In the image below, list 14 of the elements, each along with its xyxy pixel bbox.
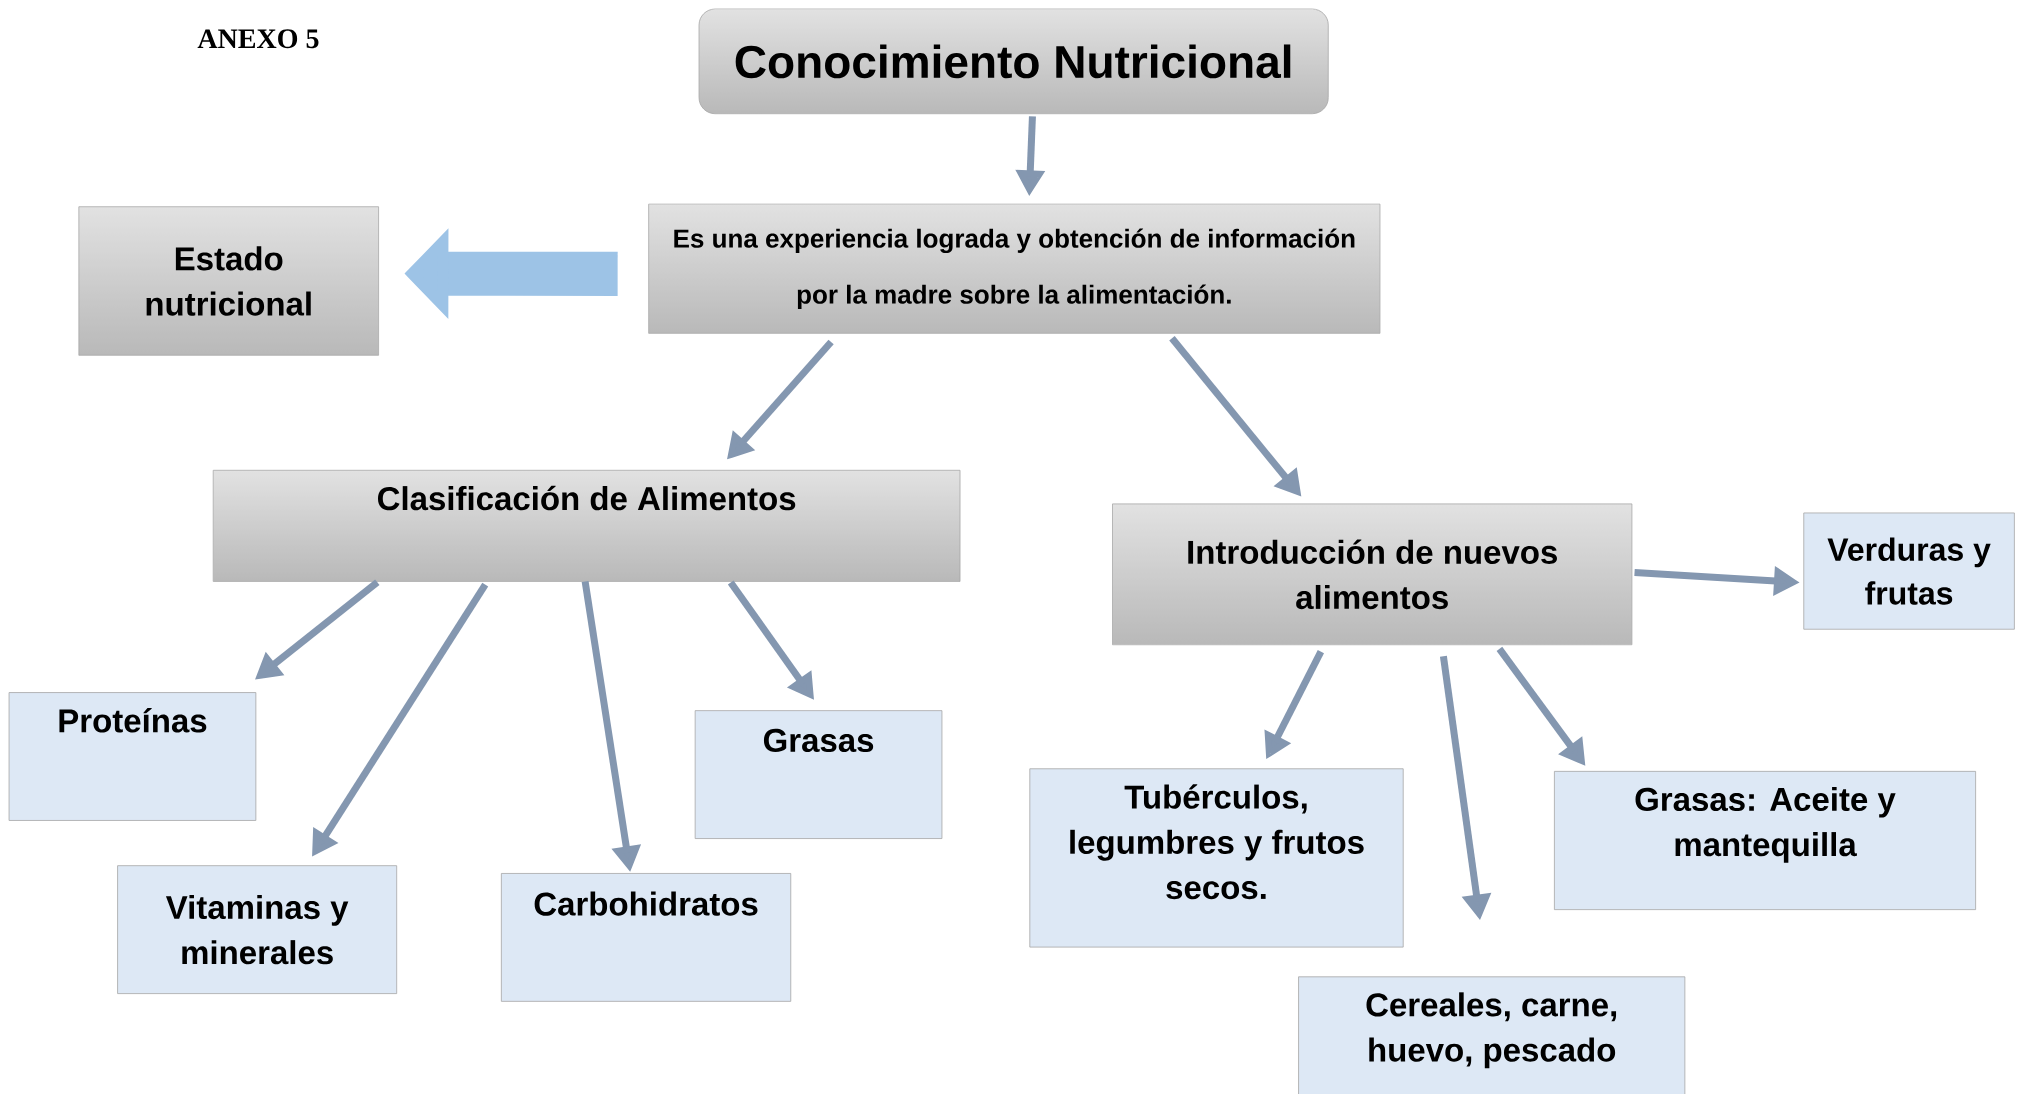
item-box: Tubérculos, legumbres y frutos secos.: [1029, 768, 1404, 948]
item-box: Vitaminas y minerales: [117, 865, 398, 994]
title-box: Conocimiento Nutricional: [698, 8, 1329, 114]
concept-box: Introducción de nuevos alimentos: [1112, 503, 1633, 645]
item-box: Cereales, carne, huevo, pescado: [1298, 976, 1686, 1094]
item-box: Grasas: Aceite y mantequilla: [1554, 770, 1976, 910]
concept-box: Estado nutricional: [78, 206, 379, 356]
item-box: Verduras y frutas: [1803, 512, 2015, 630]
concept-box: Clasificación de Alimentos: [212, 469, 961, 582]
item-box: Carbohidratos: [500, 872, 792, 1002]
concept-box: Es una experiencia lograda y obtención de información por la madre sobre la alimentación.: [648, 203, 1381, 334]
item-box: Proteínas: [8, 691, 257, 821]
item-box: Grasas: [694, 710, 943, 839]
heading-label: ANEXO 5: [197, 29, 319, 48]
